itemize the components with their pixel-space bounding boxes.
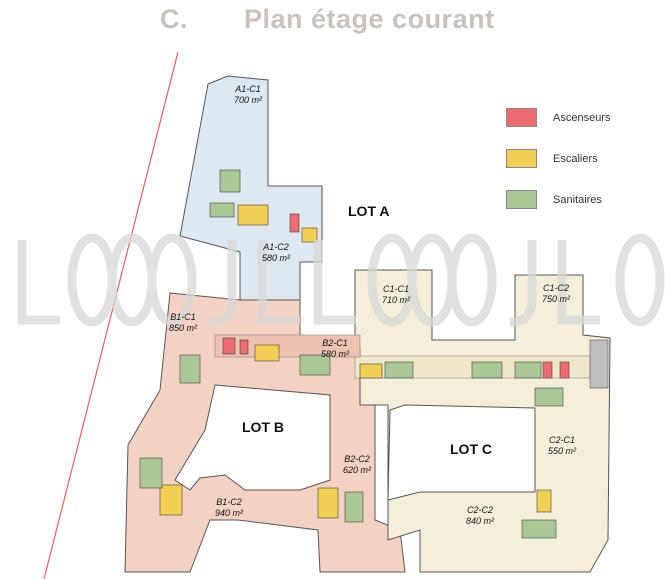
stair-b2 (159, 484, 183, 516)
zone-b1c2-area: 940 m² (214, 508, 243, 518)
lot-a-label: LOT A (348, 203, 390, 219)
sanitary-c1 (384, 361, 414, 379)
elevator-b (222, 337, 236, 355)
zone-a1c1-area: 700 m² (233, 95, 262, 105)
legend-sanitaries: Sanitaires (506, 190, 602, 209)
zone-c1c2: C1-C2 750 m² (536, 283, 576, 305)
zone-c1c1-area: 710 m² (381, 295, 410, 305)
lot-c-label: LOT C (450, 441, 492, 457)
sanitary-a1 (219, 169, 241, 193)
sanitary-c2 (471, 361, 503, 379)
lot-a-building (179, 75, 323, 301)
zone-b2c1-area: 580 m² (320, 349, 349, 359)
legend-label-sanitaries: Sanitaires (553, 193, 602, 206)
zone-c1c2-name: C1-C2 (542, 283, 569, 293)
zone-c1c1-name: C1-C1 (382, 284, 409, 294)
sanitary-c5 (521, 519, 557, 539)
legend-swatch-elevators (506, 108, 537, 127)
boundary-line (43, 51, 179, 579)
zone-c2c1-name: C2-C1 (548, 435, 575, 445)
stair-b3 (317, 487, 339, 519)
stair-a2 (301, 227, 318, 243)
zone-b1c1-area: 850 m² (168, 323, 197, 333)
legend-label-elevators: Ascenseurs (553, 111, 611, 124)
zone-a1c2: A1-C2 580 m² (256, 242, 296, 264)
zone-a1c2-name: A1-C2 (263, 242, 289, 252)
title-text: Plan étage courant (244, 4, 495, 34)
zone-a1c2-area: 580 m² (261, 253, 290, 263)
zone-c1c1: C1-C1 710 m² (376, 284, 416, 306)
zone-a1c1-name: A1-C1 (235, 84, 261, 94)
corridor-b (214, 334, 361, 358)
elevator-b2 (239, 339, 249, 355)
zone-b1c1: B1-C1 850 m² (163, 312, 203, 334)
zone-c2c1: C2-C1 550 m² (542, 435, 582, 457)
zone-a1c1: A1-C1 700 m² (228, 84, 268, 106)
zone-c2c2-area: 840 m² (465, 516, 494, 526)
elevator-a (289, 213, 300, 233)
sanitary-a2 (209, 202, 235, 218)
stair-c2 (536, 489, 552, 513)
sanitary-b4 (344, 491, 364, 523)
zone-b2c2: B2-C2 620 m² (337, 454, 377, 476)
elevator-c2 (559, 361, 570, 379)
elevator-c1 (542, 361, 553, 379)
zone-b1c2: B1-C2 940 m² (209, 497, 249, 519)
stair-c1 (359, 363, 383, 379)
sanitary-b2 (299, 354, 331, 376)
zone-b2c2-area: 620 m² (342, 465, 371, 475)
zone-b1c1-name: B1-C1 (170, 312, 196, 322)
stair-b1 (254, 344, 280, 362)
jll-watermark (17, 233, 665, 327)
lot-b-label: LOT B (242, 419, 284, 435)
legend-stairs: Escaliers (506, 149, 598, 168)
sanitary-c4 (534, 387, 564, 407)
legend-elevators: Ascenseurs (506, 108, 610, 127)
facade-hatch (589, 339, 609, 389)
zone-c1c2-area: 750 m² (541, 294, 570, 304)
zone-b2c2-name: B2-C2 (344, 454, 370, 464)
lot-b-courtyard (174, 384, 331, 491)
sanitary-b3 (139, 457, 163, 489)
zone-c2c2-name: C2-C2 (466, 505, 493, 515)
sanitary-b1 (179, 354, 201, 384)
zone-b1c2-name: B1-C2 (216, 497, 242, 507)
stair-a1 (237, 204, 269, 226)
zone-b2c1: B2-C1 580 m² (315, 338, 355, 360)
zone-c2c1-area: 550 m² (547, 446, 576, 456)
legend-swatch-stairs (506, 149, 537, 168)
legend-swatch-sanitaries (506, 190, 537, 209)
title-letter: C. (160, 4, 188, 34)
legend-label-stairs: Escaliers (553, 152, 598, 165)
lot-c-courtyard (387, 404, 536, 501)
zone-b2c1-name: B2-C1 (322, 338, 348, 348)
sanitary-c3 (514, 361, 542, 379)
zone-c2c2: C2-C2 840 m² (460, 505, 500, 527)
